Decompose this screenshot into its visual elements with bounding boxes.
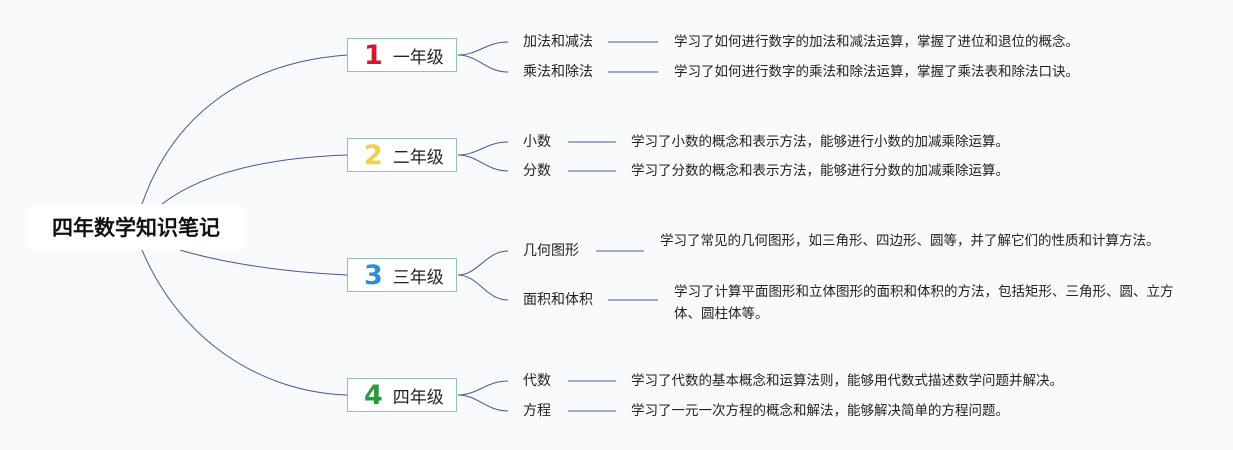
topic-node[interactable]: 面积和体积 [523,292,593,308]
topic-description: 学习了代数的基本概念和运算法则，能够用代数式描述数学问题并解决。 [631,373,1063,389]
edge-root-grade-4 [141,249,348,396]
topic-description: 学习了如何进行数字的乘法和除法运算，掌握了乘法表和除法口诀。 [674,64,1079,80]
grade-label: 一年级 [392,47,444,68]
grade-node-1[interactable]: 1 一年级 [347,38,457,72]
root-node[interactable]: 四年数学知识笔记 [27,204,245,250]
topic-description: 学习了计算平面图形和立体图形的面积和体积的方法，包括矩形、三角形、圆、立方体、圆… [674,284,1174,322]
grade-number: 2 [364,139,383,171]
topic-node[interactable]: 小数 [523,134,551,150]
topic-description: 学习了分数的概念和表示方法，能够进行分数的加减乘除运算。 [631,163,1009,179]
edge-grade-2-topic-1 [457,141,509,156]
grade-label: 四年级 [392,387,444,408]
topic-node[interactable]: 方程 [523,403,551,419]
topic-description: 学习了一元一次方程的概念和解法，能够解决简单的方程问题。 [631,403,1009,419]
edge-grade-3-topic-2 [457,274,509,301]
edge-grade-2-topic-2 [457,154,509,172]
grade-number: 4 [364,379,383,411]
edge-grade-3-topic-1 [457,250,509,276]
grade-node-2[interactable]: 2 二年级 [347,138,457,172]
edge-grade-1-topic-1 [457,41,509,56]
grade-label: 三年级 [392,267,444,288]
edge-root-grade-1 [141,54,348,205]
topic-description: 学习了小数的概念和表示方法，能够进行小数的加减乘除运算。 [631,134,1009,150]
topic-node[interactable]: 代数 [523,373,551,389]
edge-grade-1-topic-2 [457,54,509,73]
topic-description: 学习了如何进行数字的加法和减法运算，掌握了进位和退位的概念。 [674,34,1079,50]
grade-label: 二年级 [392,147,444,168]
grade-node-3[interactable]: 3 三年级 [347,258,457,292]
edge-grade-4-topic-1 [457,380,509,396]
topic-node[interactable]: 乘法和除法 [523,64,593,80]
grade-number: 1 [364,39,383,71]
root-title: 四年数学知识笔记 [52,216,220,240]
topic-description: 学习了常见的几何图形，如三角形、四边形、圆等，并了解它们的性质和计算方法。 [660,233,1160,249]
topic-node[interactable]: 分数 [523,163,551,179]
edge-grade-4-topic-2 [457,394,509,412]
edge-root-grade-2 [161,154,348,205]
topic-node[interactable]: 几何图形 [523,243,579,259]
grade-node-4[interactable]: 4 四年级 [347,378,457,412]
grade-number: 3 [364,259,383,291]
topic-node[interactable]: 加法和减法 [523,34,593,50]
edge-root-grade-3 [179,249,348,276]
